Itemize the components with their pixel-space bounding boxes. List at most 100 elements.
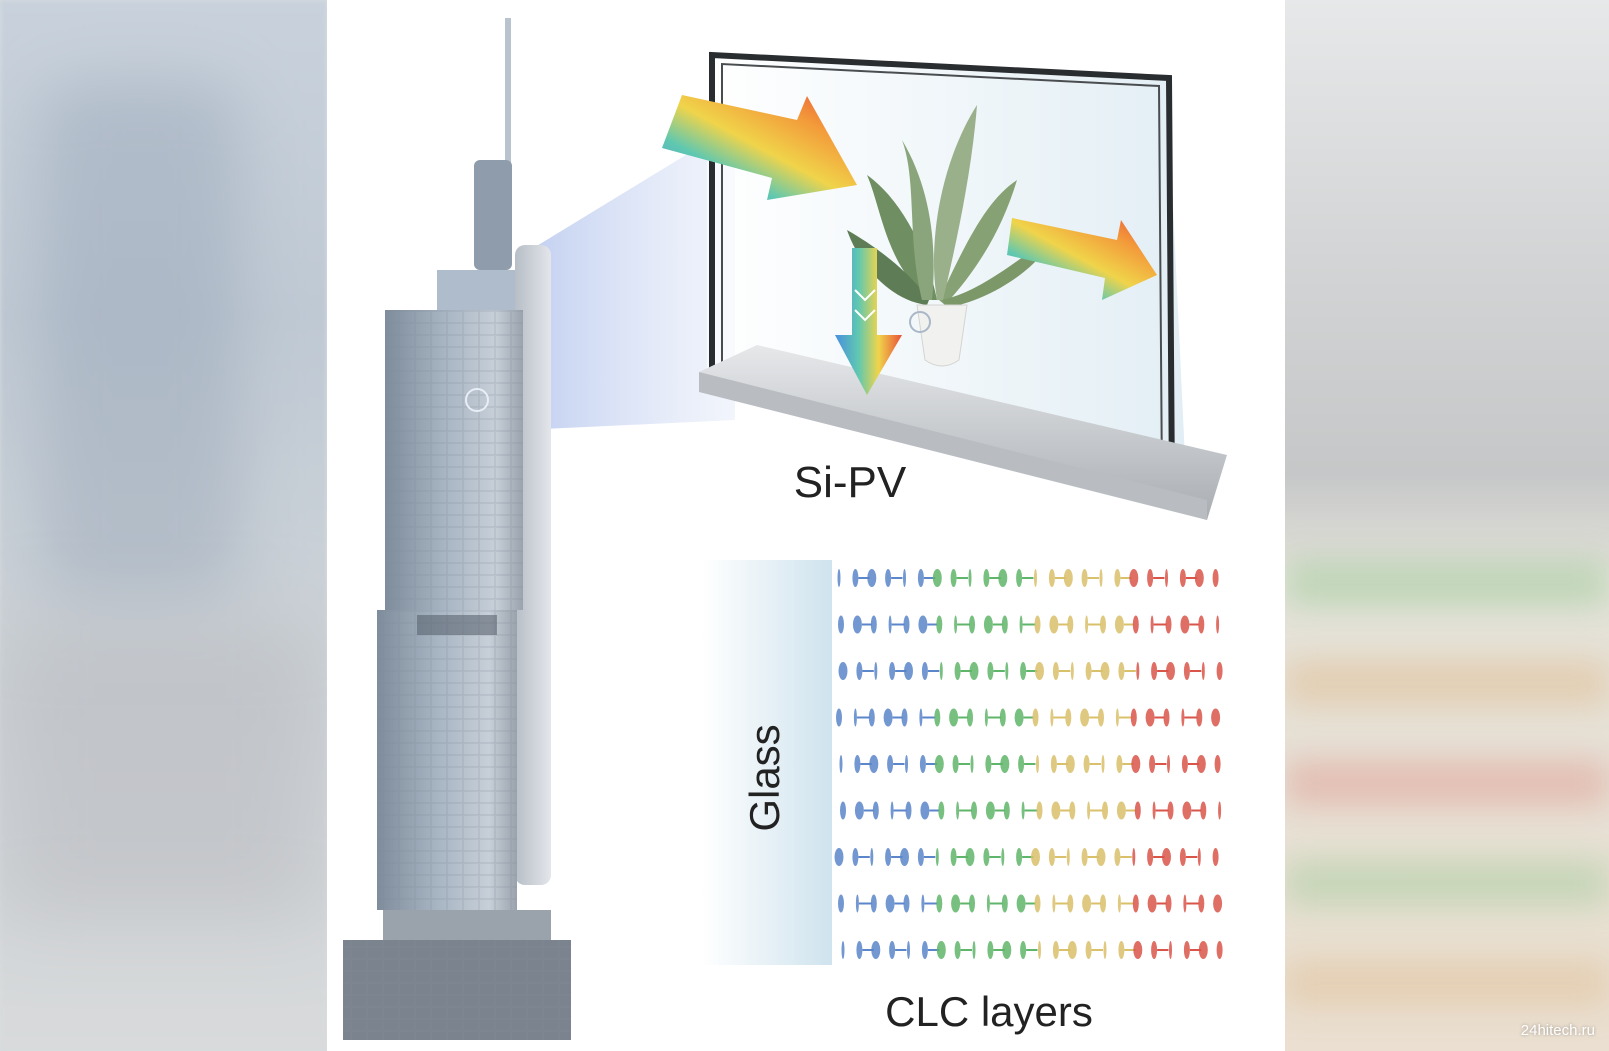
skyscraper xyxy=(343,18,571,1040)
clc-molecule xyxy=(885,569,892,587)
clc-molecule xyxy=(1036,801,1043,820)
clc-molecule xyxy=(1129,569,1139,587)
clc-molecule xyxy=(1218,801,1222,820)
clc-molecule xyxy=(1201,662,1205,680)
clc-molecule xyxy=(1083,755,1090,773)
clc-molecule xyxy=(1216,662,1223,680)
clc-molecule xyxy=(867,569,877,587)
clc-molecule xyxy=(986,894,990,913)
clc-molecule xyxy=(1034,569,1037,587)
clc-molecule xyxy=(1016,569,1023,587)
clc-molecule-grid xyxy=(834,569,1223,959)
clc-molecule xyxy=(936,615,943,634)
clc-molecule xyxy=(1085,615,1089,634)
clc-molecule xyxy=(917,569,924,587)
clc-molecule xyxy=(1165,894,1172,913)
clc-molecule xyxy=(1196,755,1206,773)
clc-molecule xyxy=(1181,708,1185,727)
clc-molecule xyxy=(1198,941,1208,959)
clc-molecule xyxy=(918,615,928,634)
clc-molecule xyxy=(1001,894,1008,913)
clc-molecule xyxy=(1001,615,1008,634)
clc-layers-label: CLC layers xyxy=(885,988,1093,1035)
clc-molecule xyxy=(853,708,857,727)
clc-molecule xyxy=(854,801,864,820)
clc-molecule xyxy=(874,662,878,680)
clc-molecule xyxy=(969,894,975,913)
clc-molecule xyxy=(900,848,909,866)
clc-molecule xyxy=(834,848,844,866)
clc-molecule xyxy=(1016,848,1023,866)
clc-molecule xyxy=(919,755,926,773)
clc-molecule xyxy=(969,615,975,634)
clc-molecule xyxy=(1001,848,1005,866)
clc-molecule xyxy=(1169,941,1172,959)
clc-molecule xyxy=(1216,941,1223,959)
clc-molecule xyxy=(1034,894,1041,913)
clc-molecule xyxy=(1130,708,1137,727)
clc-molecule xyxy=(956,801,960,820)
clc-molecule xyxy=(1038,941,1041,959)
clc-molecule xyxy=(987,941,994,959)
clc-molecule xyxy=(932,569,942,587)
clc-molecule xyxy=(1152,801,1156,820)
clc-molecule xyxy=(998,569,1008,587)
clc-molecule xyxy=(839,755,843,773)
clc-molecule xyxy=(954,615,958,634)
clc-molecule xyxy=(1132,615,1139,634)
clc-molecule xyxy=(971,801,977,820)
clc-molecule xyxy=(1101,755,1105,773)
clc-molecule xyxy=(1100,662,1110,680)
clc-molecule xyxy=(1048,569,1055,587)
clc-molecule xyxy=(1211,708,1221,727)
clc-molecule xyxy=(921,941,928,959)
clc-molecule xyxy=(1198,615,1205,634)
clc-molecule xyxy=(1032,708,1039,727)
clc-molecule xyxy=(841,941,845,959)
clc-molecule xyxy=(967,708,973,727)
reflected-light-arrow xyxy=(835,248,902,395)
si-pv-label: Si-PV xyxy=(794,458,907,507)
watermark: 24hitech.ru xyxy=(1520,1022,1595,1039)
clc-molecule xyxy=(1014,708,1024,727)
illustration-svg: Si-PV Glass CLC layers xyxy=(343,18,1227,1040)
clc-molecule xyxy=(1131,755,1141,773)
clc-molecule xyxy=(869,755,879,773)
clc-molecule xyxy=(985,801,995,820)
clc-molecule xyxy=(1035,662,1044,680)
clc-molecule xyxy=(889,662,896,680)
clc-molecule xyxy=(984,708,988,727)
clc-molecule xyxy=(1048,848,1055,866)
clc-molecule xyxy=(934,708,941,727)
clc-molecule xyxy=(1213,894,1223,913)
clc-molecule xyxy=(1000,755,1010,773)
clc-molecule xyxy=(1134,801,1141,820)
clc-molecule xyxy=(885,894,895,913)
clc-molecule xyxy=(1052,894,1056,913)
clc-molecule xyxy=(1005,662,1009,680)
clc-molecule xyxy=(1197,848,1201,866)
incoming-light-arrow xyxy=(662,95,857,200)
clc-molecule xyxy=(1051,801,1061,820)
transmitted-light-arrow xyxy=(1007,218,1157,300)
clc-molecule xyxy=(1067,894,1074,913)
clc-molecule xyxy=(870,615,877,634)
clc-molecule xyxy=(972,941,976,959)
clc-molecule xyxy=(907,941,910,959)
clc-molecule xyxy=(954,941,961,959)
clc-molecule xyxy=(837,569,841,587)
clc-molecule xyxy=(1065,708,1072,727)
clc-molecule xyxy=(854,755,861,773)
clc-molecule xyxy=(1132,848,1136,866)
clc-molecule xyxy=(939,662,943,680)
clc-molecule xyxy=(1115,708,1119,727)
clc-molecule xyxy=(970,755,974,773)
clc-molecule xyxy=(1216,615,1220,634)
blurred-background-left xyxy=(0,0,327,1051)
clc-molecule xyxy=(983,848,990,866)
clc-molecule xyxy=(1147,894,1157,913)
clc-molecule xyxy=(1162,848,1171,866)
clc-molecule xyxy=(1183,662,1190,680)
clc-molecule xyxy=(1149,755,1156,773)
clc-molecule xyxy=(1050,755,1057,773)
